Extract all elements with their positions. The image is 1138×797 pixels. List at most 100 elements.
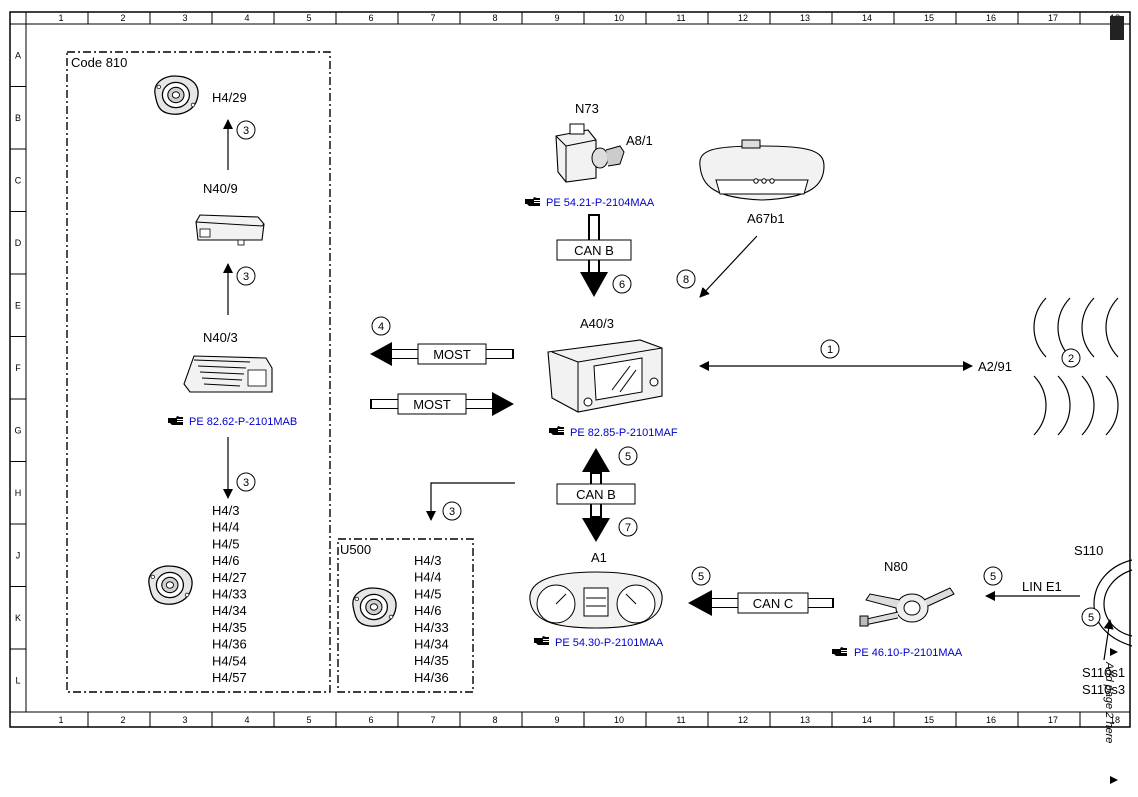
speaker-list-item: H4/57: [212, 670, 247, 685]
speaker-list-item: H4/34: [414, 637, 449, 652]
ref-a40-3: PE 82.85-P-2101MAF: [549, 426, 678, 439]
row-letter: G: [14, 425, 21, 435]
drawing-frame: 1122334455667788991010111112121313141415…: [9, 11, 1131, 728]
speaker-list-item: H4/36: [414, 670, 449, 685]
speaker-list-item: H4/35: [212, 620, 247, 635]
label-n73: N73: [575, 101, 599, 116]
speaker-list-item: H4/36: [212, 637, 247, 652]
ref-n73-text[interactable]: PE 54.21-P-2104MAA: [546, 197, 655, 209]
svg-text:3: 3: [243, 477, 249, 489]
ref-n40-3-text[interactable]: PE 82.62-P-2101MAB: [189, 416, 297, 428]
speaker-list-item: H4/3: [414, 553, 441, 568]
svg-text:1: 1: [827, 344, 833, 356]
svg-text:2: 2: [1068, 353, 1074, 365]
row-letter: B: [15, 113, 21, 123]
label-a67b1: A67b1: [747, 211, 785, 226]
column-number: 10: [614, 715, 624, 725]
marker-5-canb: 5: [618, 446, 638, 466]
column-number: 5: [306, 13, 311, 23]
marker-5-canc: 5: [691, 566, 711, 586]
ref-n80: PE 46.10-P-2101MAA: [832, 647, 963, 659]
column-number: 14: [862, 13, 872, 23]
column-number: 15: [924, 715, 934, 725]
marker-3-top: 3: [236, 120, 256, 140]
svg-text:3: 3: [449, 506, 455, 518]
marker-5-s110: 5: [1081, 607, 1101, 627]
module-a1: A1: [529, 550, 663, 629]
marker-3-mid: 3: [236, 266, 256, 286]
column-number: 17: [1048, 13, 1058, 23]
column-number: 4: [244, 13, 249, 23]
bus-most-top: MOST: [370, 342, 514, 366]
speaker-list-item: H4/5: [414, 586, 441, 601]
column-number: 16: [986, 715, 996, 725]
column-number: 6: [368, 13, 373, 23]
marker-2: 2: [1061, 348, 1081, 368]
column-number: 16: [986, 13, 996, 23]
bus-can-c-label: CAN C: [753, 596, 793, 611]
arrow-a67b1-to-a40-3: [699, 235, 758, 298]
marker-7: 7: [618, 517, 638, 537]
svg-text:3: 3: [243, 125, 249, 137]
row-letter: C: [15, 175, 22, 185]
svg-text:7: 7: [625, 522, 631, 534]
module-a67b1: A67b1: [699, 139, 825, 226]
group-u500: U500: [337, 538, 474, 693]
speaker-list-item: H4/4: [212, 520, 239, 535]
row-letter: J: [16, 550, 21, 560]
column-number: 15: [924, 13, 934, 23]
marker-5-lin: 5: [983, 566, 1003, 586]
svg-text:3: 3: [243, 271, 249, 283]
marker-3-low: 3: [236, 472, 256, 492]
column-number: 3: [182, 715, 187, 725]
label-h4-29: H4/29: [212, 90, 247, 105]
svg-text:8: 8: [683, 274, 689, 286]
column-number: 1: [58, 715, 63, 725]
side-note-text: Add page 2 here: [1103, 661, 1115, 743]
module-a40-3: A40/3: [547, 316, 663, 413]
bus-can-b-mid-label: CAN B: [576, 487, 616, 502]
side-note: Add page 2 here: [1103, 648, 1118, 784]
label-s110s1: S110s1: [1082, 665, 1125, 680]
module-s110: S110: [1074, 543, 1133, 647]
column-number: 11: [676, 715, 685, 725]
column-number: 1: [58, 13, 63, 23]
ref-a1: PE 54.30-P-2101MAA: [534, 636, 664, 649]
column-number: 7: [430, 13, 435, 23]
group-label-code-810: Code 810: [71, 55, 127, 70]
speaker-list-item: H4/3: [212, 503, 239, 518]
arrow-a40-3-to-u500: [426, 482, 515, 521]
speaker-list-item: H4/5: [212, 536, 239, 551]
bus-can-b-mid: CAN B: [556, 448, 636, 542]
marker-8: 8: [676, 269, 696, 289]
bus-most-top-label: MOST: [433, 347, 471, 362]
speaker-list-item: H4/27: [212, 570, 247, 585]
speaker-left: [148, 565, 193, 605]
marker-3-u500: 3: [442, 501, 462, 521]
speaker-list-item: H4/33: [414, 620, 449, 635]
column-number: 9: [554, 715, 559, 725]
bus-can-c: CAN C: [688, 590, 834, 616]
speaker-list-item: H4/6: [414, 603, 441, 618]
ref-a1-text[interactable]: PE 54.30-P-2101MAA: [555, 637, 664, 649]
label-s110s3: S110s3: [1082, 682, 1125, 697]
label-a1: A1: [591, 550, 607, 565]
ref-n80-text[interactable]: PE 46.10-P-2101MAA: [854, 647, 963, 659]
column-number: 17: [1048, 715, 1058, 725]
ref-n40-3: PE 82.62-P-2101MAB: [168, 416, 297, 428]
column-number: 2: [120, 715, 125, 725]
svg-text:5: 5: [990, 571, 996, 583]
row-letter: L: [15, 675, 20, 685]
ref-a40-3-text[interactable]: PE 82.85-P-2101MAF: [570, 427, 678, 439]
column-number: 9: [554, 13, 559, 23]
bus-most-bottom-label: MOST: [413, 397, 451, 412]
svg-text:5: 5: [1088, 612, 1094, 624]
speaker-u500: [352, 587, 397, 627]
column-number: 3: [182, 13, 187, 23]
svg-text:6: 6: [619, 279, 625, 291]
column-number: 10: [614, 13, 624, 23]
row-letter: D: [15, 238, 22, 248]
column-number: 8: [492, 13, 497, 23]
